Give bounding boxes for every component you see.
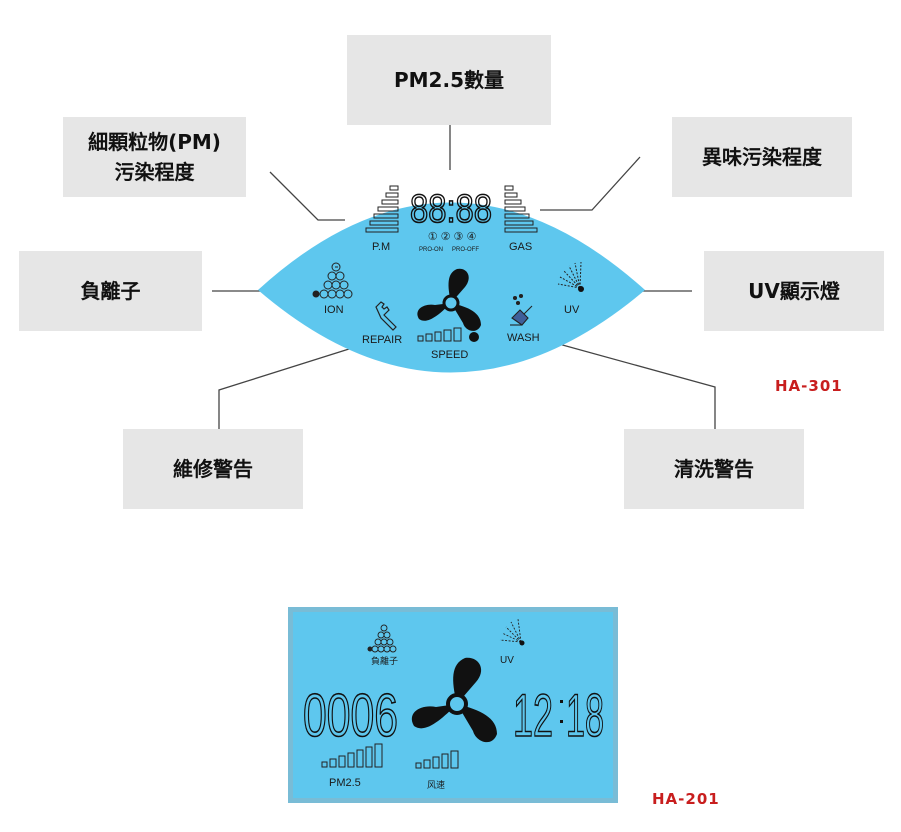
ha201-ion-label: 負離子 <box>371 655 398 666</box>
fan-icon <box>417 268 481 331</box>
ha201-time-colon <box>560 700 563 723</box>
gas-bar-graph <box>504 185 538 233</box>
pm-bar-graph <box>365 185 399 233</box>
wrench-icon <box>375 301 397 331</box>
callout-pm25-count: PM2.5數量 <box>347 35 551 125</box>
model-label-ha301: HA-301 <box>775 377 843 395</box>
ha201-ion-icon <box>371 624 397 653</box>
wash-label: WASH <box>507 332 540 344</box>
pm-label: P.M <box>372 241 390 253</box>
leader-wash <box>547 340 716 429</box>
uv-label: UV <box>564 304 580 316</box>
uv-lamp-icon <box>557 261 582 289</box>
mode-indicators: ① ② ③ ④ <box>428 231 477 243</box>
ion-icon <box>319 262 353 299</box>
uv-lamp-dot-icon <box>578 286 584 292</box>
ha201-fan-icon <box>411 657 497 743</box>
wash-brush-icon <box>510 293 533 326</box>
leader-pm-level <box>269 171 345 221</box>
repair-label: REPAIR <box>362 334 402 346</box>
ion-filled-dot-icon <box>312 290 320 298</box>
callout-pm-level: 細顆粒物(PM) 污染程度 <box>63 117 246 197</box>
speed-label: SPEED <box>431 349 468 361</box>
ha301-lcd: P.M GAS 88:88 ① ② ③ ④ PRO-ON PRO-OFF ION <box>258 185 645 373</box>
callout-odor-level: 異味污染程度 <box>672 117 852 197</box>
ion-label: ION <box>324 304 344 316</box>
ha201-time-minutes: 18 <box>566 682 604 749</box>
leader-odor <box>540 156 641 211</box>
segment-digits: 88:88 <box>410 187 492 231</box>
callout-uv-light: UV顯示燈 <box>704 251 884 331</box>
ha201-speed-bars <box>415 750 459 769</box>
callout-pm-level-line1: 細顆粒物(PM) <box>88 130 221 154</box>
ha201-pm-value-digits: 0006 <box>303 682 398 749</box>
gas-label: GAS <box>509 241 532 253</box>
callout-wash-warning: 清洗警告 <box>624 429 804 509</box>
pro-on-label: PRO-ON <box>419 247 443 253</box>
ha201-lcd: 負離子 UV 0006 12 18 <box>288 607 618 803</box>
ha201-uv-dot-icon <box>519 640 525 646</box>
ha201-uv-icon <box>499 618 522 643</box>
model-label-ha201: HA-201 <box>652 790 720 808</box>
speed-bars <box>417 327 462 342</box>
ha201-time-hours: 12 <box>513 682 553 749</box>
callout-pm-level-line2: 污染程度 <box>114 160 195 184</box>
ha201-pm-bars <box>321 743 383 768</box>
speed-max-dot-icon <box>469 332 479 342</box>
leader-repair <box>218 342 369 429</box>
ha201-ion-dot-icon <box>367 646 373 652</box>
callout-ion: 負離子 <box>19 251 202 331</box>
ha201-speed-label: 风速 <box>427 780 445 790</box>
ha201-pm25-label: PM2.5 <box>329 777 361 789</box>
callout-repair-warning: 維修警告 <box>123 429 303 509</box>
ha201-uv-label: UV <box>500 655 514 666</box>
pro-off-label: PRO-OFF <box>452 247 479 253</box>
